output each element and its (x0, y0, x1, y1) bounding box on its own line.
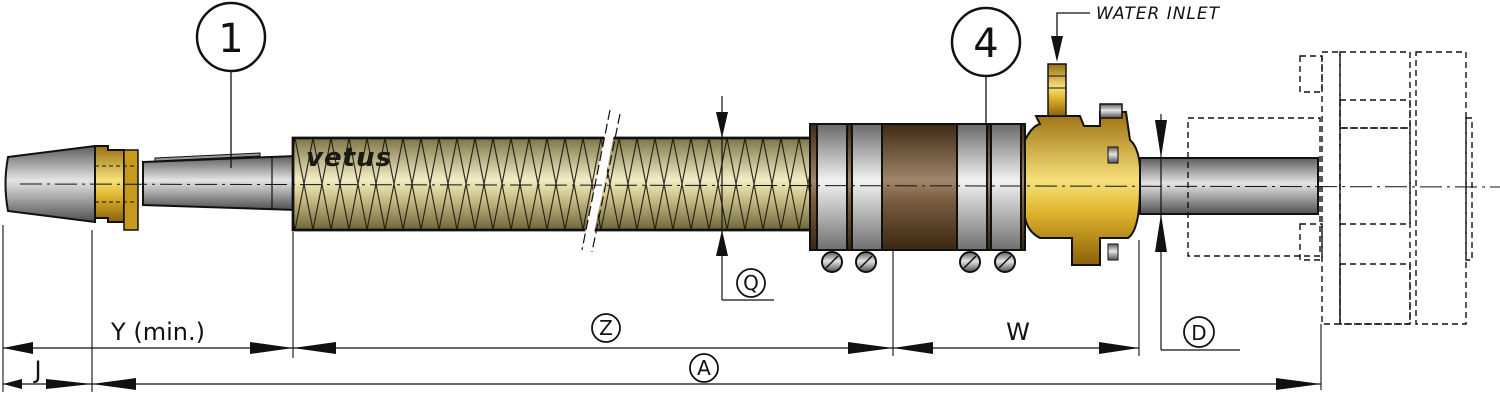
dimension-Q: Q (716, 96, 774, 301)
callout-4-label: 4 (973, 21, 998, 67)
shaft-seal-housing (1024, 63, 1142, 266)
propeller-shaft (142, 152, 297, 212)
dimension-Z-label: Z (599, 316, 613, 340)
dimension-row-lower: J A (3, 353, 1321, 390)
extension-lines (2, 225, 1322, 392)
dimension-Q-label: Q (743, 271, 759, 295)
dimension-W-label: W (1006, 318, 1030, 346)
gearbox-phantom (1187, 51, 1473, 325)
callout-4: 4 (950, 6, 1022, 124)
water-inlet-label: WATER INLET (1096, 4, 1221, 24)
dimension-row-upper: Y (min.) Z W (3, 313, 1139, 354)
dimension-D-label: D (1191, 321, 1206, 345)
hose-clamp (816, 123, 848, 273)
vetus-logo: vetus (306, 143, 392, 173)
break-mark (581, 109, 621, 253)
hose-with-clamps (809, 123, 1026, 273)
dimension-J-label: J (32, 356, 41, 384)
water-inlet-annotation: WATER INLET (1051, 4, 1221, 62)
brass-bearing (94, 145, 139, 231)
hose-clamp (956, 123, 988, 273)
dimension-D: D (1155, 114, 1240, 351)
hose-clamp (851, 123, 883, 273)
water-inlet-nipple (1047, 63, 1067, 117)
callout-1-label: 1 (218, 16, 243, 62)
grease-plug (1099, 103, 1123, 119)
dimension-A-label: A (697, 356, 711, 380)
callout-1: 1 (195, 1, 267, 168)
dimension-Y-label: Y (min.) (110, 318, 205, 346)
center-line (19, 183, 1500, 188)
stern-tube: vetus (291, 109, 815, 253)
propeller-cone (4, 144, 96, 224)
hose-clamp (990, 123, 1022, 273)
